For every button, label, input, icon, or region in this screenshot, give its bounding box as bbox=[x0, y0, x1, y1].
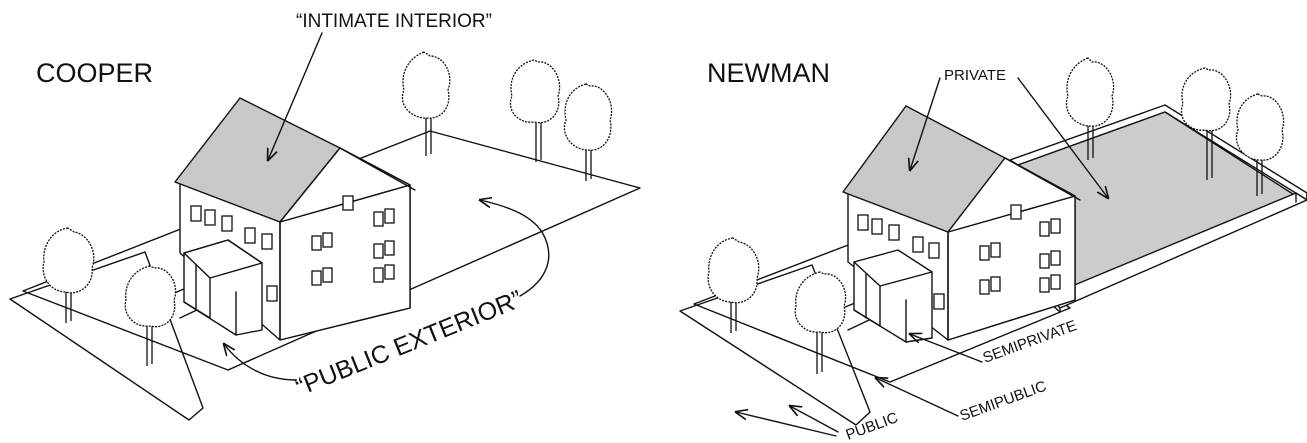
private-arrow-yard bbox=[1017, 77, 1108, 198]
intimate-interior-arrow bbox=[268, 32, 323, 160]
semipublic-label: SEMIPUBLIC bbox=[958, 378, 1049, 425]
newman-windows bbox=[857, 204, 1061, 310]
public-exterior-arrow-right bbox=[480, 200, 550, 297]
private-label: PRIVATE bbox=[944, 67, 1006, 84]
newman-tree-2 bbox=[794, 271, 847, 374]
newman-title: NEWMAN bbox=[707, 58, 830, 88]
semipublic-arrow bbox=[876, 378, 959, 417]
cooper-title: COOPER bbox=[36, 58, 153, 88]
intimate-interior-label: “INTIMATE INTERIOR” bbox=[296, 11, 492, 32]
public-arrow-1 bbox=[790, 406, 839, 433]
cooper-tree-3 bbox=[401, 51, 451, 156]
cooper-house bbox=[174, 97, 416, 341]
newman-tree-3 bbox=[1065, 57, 1115, 160]
public-label: PUBLIC bbox=[844, 409, 901, 443]
public-exterior-arrow-left bbox=[224, 344, 297, 381]
cooper-sidewalk bbox=[9, 251, 204, 421]
newman-tree-1 bbox=[707, 237, 760, 333]
newman-tree-5 bbox=[1235, 93, 1285, 196]
newman-house bbox=[842, 105, 1081, 343]
cooper-tree-1 bbox=[42, 227, 95, 323]
newman-sidewalk bbox=[679, 264, 871, 426]
cooper-tree-2 bbox=[124, 265, 177, 366]
newman-panel: NEWMAN bbox=[679, 57, 1307, 443]
cooper-windows bbox=[190, 195, 395, 302]
private-arrow-roof bbox=[910, 77, 941, 170]
semiprivate-arrow bbox=[910, 334, 983, 363]
newman-tree-4 bbox=[1180, 67, 1232, 180]
cooper-tree-5 bbox=[563, 83, 613, 181]
public-arrow-2 bbox=[736, 412, 837, 437]
cooper-tree-4 bbox=[509, 59, 561, 162]
cooper-panel: COOPER bbox=[9, 11, 641, 421]
